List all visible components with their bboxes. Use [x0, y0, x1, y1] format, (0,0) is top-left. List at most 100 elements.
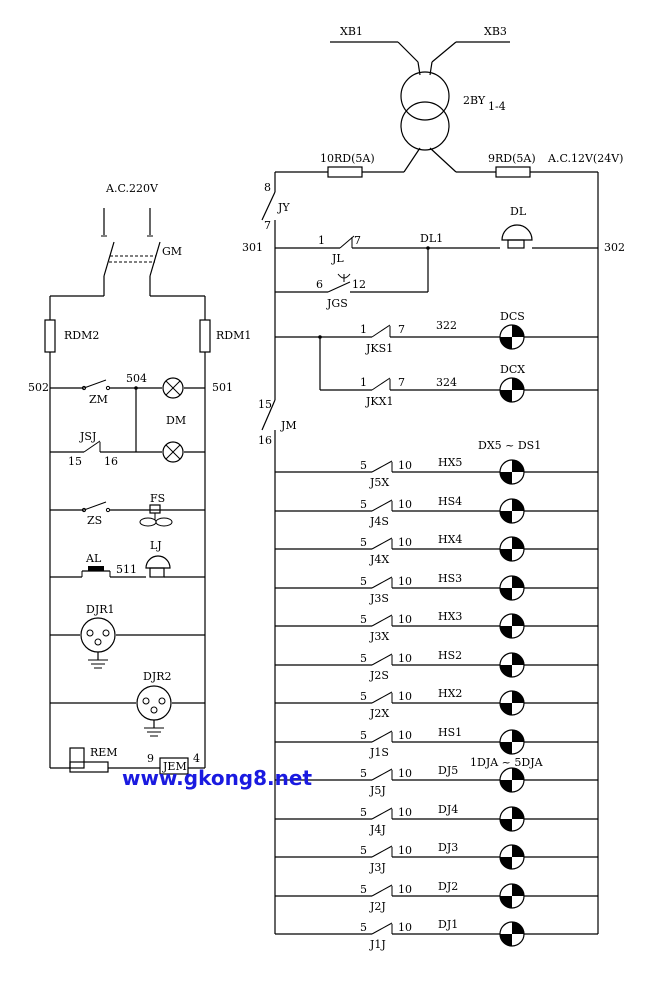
fuse-rdm1-label: RDM1 — [216, 329, 251, 342]
lamp-label: HS4 — [438, 495, 462, 508]
switch-jm — [261, 399, 276, 431]
node-504: 504 — [126, 372, 147, 385]
lamp-label: HX5 — [438, 456, 462, 469]
watermark: www.gkong8.net — [122, 766, 312, 790]
svg-text:15: 15 — [258, 398, 272, 411]
node-301: 301 — [242, 241, 263, 254]
transformer-input-left: XB1 — [340, 25, 363, 38]
svg-text:7: 7 — [354, 234, 361, 247]
contact-b: 10 — [398, 652, 412, 665]
fuse-9rd-label: 9RD(5A) — [488, 152, 536, 165]
relay-label: J4X — [369, 553, 389, 566]
fan-fs-icon — [139, 504, 173, 527]
contact-b: 10 — [398, 767, 412, 780]
relay-label: J2S — [369, 669, 389, 682]
contact-b: 10 — [398, 575, 412, 588]
lamp-icon — [499, 690, 525, 716]
contact-a: 5 — [360, 652, 367, 665]
group-dj-title: 1DJA ~ 5DJA — [470, 756, 544, 769]
svg-text:12: 12 — [352, 278, 366, 291]
lamp-icon — [499, 459, 525, 485]
group-hx-title: DX5 ~ DS1 — [478, 439, 541, 452]
relay-label: J3X — [369, 630, 389, 643]
lamp-label: DJ1 — [438, 918, 458, 931]
svg-text:16: 16 — [104, 455, 118, 468]
fan-fs-label: FS — [150, 492, 165, 505]
node-dl1: DL1 — [420, 232, 443, 245]
contact-b: 10 — [398, 729, 412, 742]
lamp-dm-label: DM — [166, 414, 186, 427]
switch-jy — [261, 191, 276, 221]
lamp-label: HS1 — [438, 726, 462, 739]
bell-lj-icon — [145, 555, 171, 578]
bell-lj-label: LJ — [150, 539, 162, 552]
contact-a: 5 — [360, 613, 367, 626]
node-302: 302 — [604, 241, 625, 254]
contact-a: 5 — [360, 536, 367, 549]
svg-text:7: 7 — [264, 219, 271, 232]
fuse-9rd — [495, 166, 531, 178]
relay-label: J3S — [369, 592, 389, 605]
lamp-dcx-icon — [499, 377, 525, 403]
button-al-label: AL — [85, 552, 102, 565]
lamp-label: HX3 — [438, 610, 462, 623]
contact-b: 10 — [398, 613, 412, 626]
lamp-icon — [499, 883, 525, 909]
svg-text:1: 1 — [318, 234, 325, 247]
contact-b: 10 — [398, 498, 412, 511]
lamp-icon — [499, 806, 525, 832]
svg-text:1: 1 — [360, 323, 367, 336]
fuse-rdm2-label: RDM2 — [64, 329, 99, 342]
relay-jl-label: JL — [331, 252, 344, 265]
relay-label: J2X — [369, 707, 389, 720]
svg-text:15: 15 — [68, 455, 82, 468]
contact-b: 10 — [398, 883, 412, 896]
main-switch-gm — [101, 235, 161, 277]
svg-text:7: 7 — [398, 376, 405, 389]
svg-text:4: 4 — [193, 752, 200, 765]
lamp-dm-top-icon — [162, 377, 184, 399]
relay-label: J2J — [369, 900, 386, 913]
contact-a: 5 — [360, 690, 367, 703]
transformer-label: 2BY — [463, 94, 486, 107]
switch-zm-label: ZM — [89, 393, 108, 406]
lamp-label: DJ4 — [438, 803, 458, 816]
socket-djr2-icon — [136, 685, 172, 737]
lamp-label: HX2 — [438, 687, 462, 700]
transformer-pins: 1-4 — [488, 100, 506, 113]
supply-12v-label: A.C.12V(24V) — [547, 152, 623, 165]
relay-label: J4S — [369, 515, 389, 528]
svg-text:1: 1 — [360, 376, 367, 389]
svg-text:6: 6 — [316, 278, 323, 291]
svg-text:9: 9 — [147, 752, 154, 765]
relay-jkx1-label: JKX1 — [365, 395, 393, 408]
fuse-10rd-label: 10RD(5A) — [320, 152, 375, 165]
fuse-rdm2 — [44, 319, 56, 353]
contact-a: 5 — [360, 844, 367, 857]
contact-a: 5 — [360, 767, 367, 780]
fuse-rdm1 — [199, 319, 211, 353]
relay-label: J3J — [369, 861, 386, 874]
main-switch-gm-label: GM — [162, 245, 182, 258]
contact-b: 10 — [398, 921, 412, 934]
node-324: 324 — [436, 376, 457, 389]
relay-rem-icon — [69, 747, 109, 773]
lamp-dcs-label: DCS — [500, 310, 525, 323]
transformer-input-right: XB3 — [484, 25, 507, 38]
lamp-label: DJ2 — [438, 880, 458, 893]
lamp-icon — [499, 921, 525, 947]
lamp-dm-bottom-icon — [162, 441, 184, 463]
relay-label: J5X — [369, 476, 389, 489]
lamp-icon — [499, 729, 525, 755]
relay-label: J5J — [369, 784, 386, 797]
contact-b: 10 — [398, 690, 412, 703]
lamp-icon — [499, 575, 525, 601]
contact-a: 5 — [360, 575, 367, 588]
